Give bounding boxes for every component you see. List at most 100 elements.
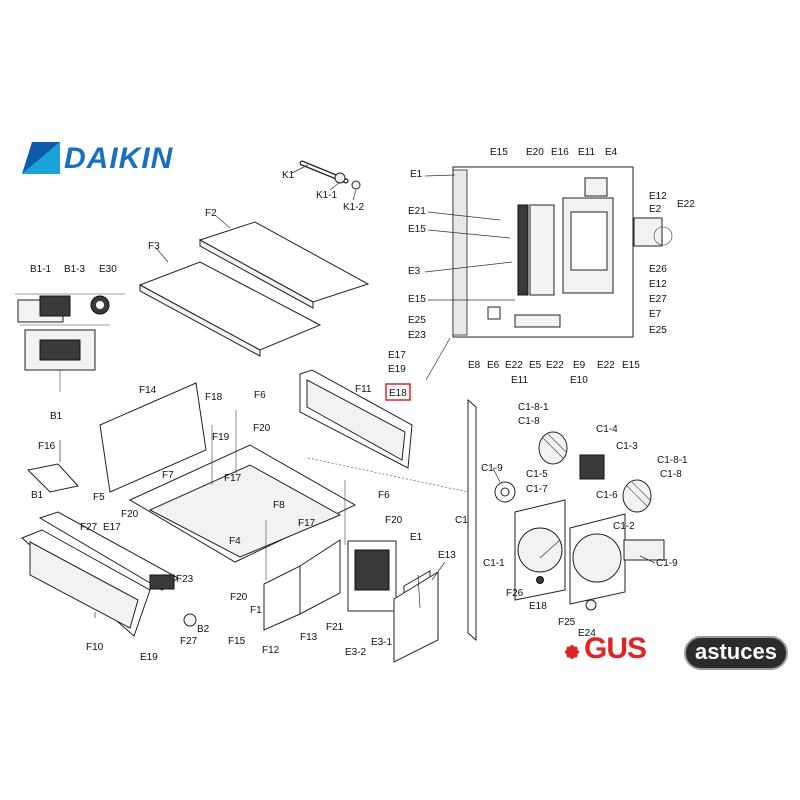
- label-e12-b: E12: [649, 279, 667, 290]
- label-f18: F18: [205, 392, 223, 403]
- label-c1-5: C1-5: [526, 469, 548, 480]
- fan-wheel-right: [622, 479, 652, 513]
- main-frame: [26, 382, 469, 580]
- b1-lower-assembly: [38, 511, 197, 627]
- watermark-star-icon: [565, 645, 579, 659]
- label-b1-top: B1: [50, 411, 63, 422]
- label-e1-top: E1: [410, 169, 423, 180]
- callout-labels: K1 K1-1 K1-2 F2 F3 B1-1 B1-3 E30 B1 E1 E…: [30, 147, 695, 663]
- label-c1-8-a: C1-8: [518, 416, 540, 427]
- label-e9: E9: [573, 360, 586, 371]
- label-k1-2: K1-2: [343, 202, 365, 213]
- label-e19-a: E19: [388, 364, 406, 375]
- label-e11-b: E11: [511, 375, 528, 386]
- label-f13: F13: [300, 632, 318, 643]
- label-f19: F19: [212, 432, 230, 443]
- label-e19-b: E19: [140, 652, 158, 663]
- label-e15-b: E15: [408, 224, 426, 235]
- label-e12-a: E12: [649, 191, 667, 202]
- label-f20-b: F20: [121, 509, 139, 520]
- label-f12: F12: [262, 645, 280, 656]
- label-c1-8-1-b: C1-8-1: [657, 455, 688, 466]
- label-b2: B2: [197, 624, 210, 635]
- label-e20: E20: [526, 147, 544, 158]
- label-e3: E3: [408, 266, 421, 277]
- label-f1: F1: [250, 605, 262, 616]
- label-e3-1: E3-1: [371, 637, 393, 648]
- label-f25: F25: [558, 617, 576, 628]
- label-b1-bot: B1: [31, 490, 44, 501]
- label-c1-2: C1-2: [613, 521, 635, 532]
- label-f3: F3: [148, 241, 160, 252]
- label-f10: F10: [86, 642, 104, 653]
- top-panels-f2-f3: [138, 221, 370, 357]
- label-f2: F2: [205, 208, 217, 219]
- label-e2: E2: [649, 204, 662, 215]
- label-c1-1: C1-1: [483, 558, 505, 569]
- label-f4: F4: [229, 536, 241, 547]
- label-f17-b: F17: [298, 518, 316, 529]
- label-f16: F16: [38, 441, 56, 452]
- label-e23: E23: [408, 330, 426, 341]
- label-f5: F5: [93, 492, 105, 503]
- label-e15-a: E15: [490, 147, 508, 158]
- label-e22-a: E22: [677, 199, 695, 210]
- label-e10: E10: [570, 375, 588, 386]
- label-f11: F11: [355, 384, 372, 395]
- label-c1-9-b: C1-9: [656, 558, 678, 569]
- label-e30: E30: [99, 264, 117, 275]
- label-b1-1: B1-1: [30, 264, 52, 275]
- label-c1-8-b: C1-8: [660, 469, 682, 480]
- label-c1-9-a: C1-9: [481, 463, 503, 474]
- watermark-astuces: astuces: [684, 636, 788, 670]
- label-f8: F8: [273, 500, 285, 511]
- label-e22-b: E22: [505, 360, 523, 371]
- b1-detail-inset: [15, 293, 125, 392]
- front-panel-f10: [21, 529, 151, 637]
- label-e3-2: E3-2: [345, 647, 367, 658]
- leader-lines: [59, 164, 656, 618]
- label-e24: E24: [578, 628, 596, 639]
- label-e13: E13: [438, 550, 456, 561]
- label-c1-3: C1-3: [616, 441, 638, 452]
- label-e15-c: E15: [408, 294, 426, 305]
- label-c1-6: C1-6: [596, 490, 618, 501]
- label-e4: E4: [605, 147, 618, 158]
- label-c1-8-1-a: C1-8-1: [518, 402, 549, 413]
- label-e7: E7: [649, 309, 662, 320]
- label-e16: E16: [551, 147, 569, 158]
- label-e5: E5: [529, 360, 542, 371]
- label-e15-d: E15: [622, 360, 640, 371]
- label-c1: C1: [455, 515, 468, 526]
- label-f20-a: F20: [253, 423, 271, 434]
- label-f27-a: F27: [80, 522, 98, 533]
- fan-assembly-c1: [467, 398, 665, 642]
- label-f20-c: F20: [385, 515, 403, 526]
- label-e18-b: E18: [529, 601, 547, 612]
- label-c1-7: C1-7: [526, 484, 548, 495]
- label-k1-1: K1-1: [316, 190, 338, 201]
- k1-rod-assembly: [299, 160, 361, 190]
- label-e22-d: E22: [597, 360, 615, 371]
- label-c1-4: C1-4: [596, 424, 618, 435]
- label-e6: E6: [487, 360, 500, 371]
- label-e18: E18: [389, 388, 407, 399]
- daikin-logo: [22, 142, 60, 174]
- label-k1: K1: [282, 170, 295, 181]
- label-f6-b: F6: [378, 490, 390, 501]
- panel-f11: [299, 369, 413, 469]
- label-e1-bot: E1: [410, 532, 423, 543]
- control-box-e1: [452, 166, 673, 338]
- lower-panels-and-box: [263, 539, 439, 663]
- fan-wheel-left: [538, 431, 568, 465]
- label-f15: F15: [228, 636, 246, 647]
- label-e26: E26: [649, 264, 667, 275]
- label-f21: F21: [326, 622, 344, 633]
- label-e8: E8: [468, 360, 481, 371]
- label-f23: F23: [176, 574, 194, 585]
- label-f7: F7: [162, 470, 174, 481]
- watermark-gus: GUS: [584, 632, 647, 665]
- label-b1-3: B1-3: [64, 264, 86, 275]
- label-e17-b: E17: [103, 522, 121, 533]
